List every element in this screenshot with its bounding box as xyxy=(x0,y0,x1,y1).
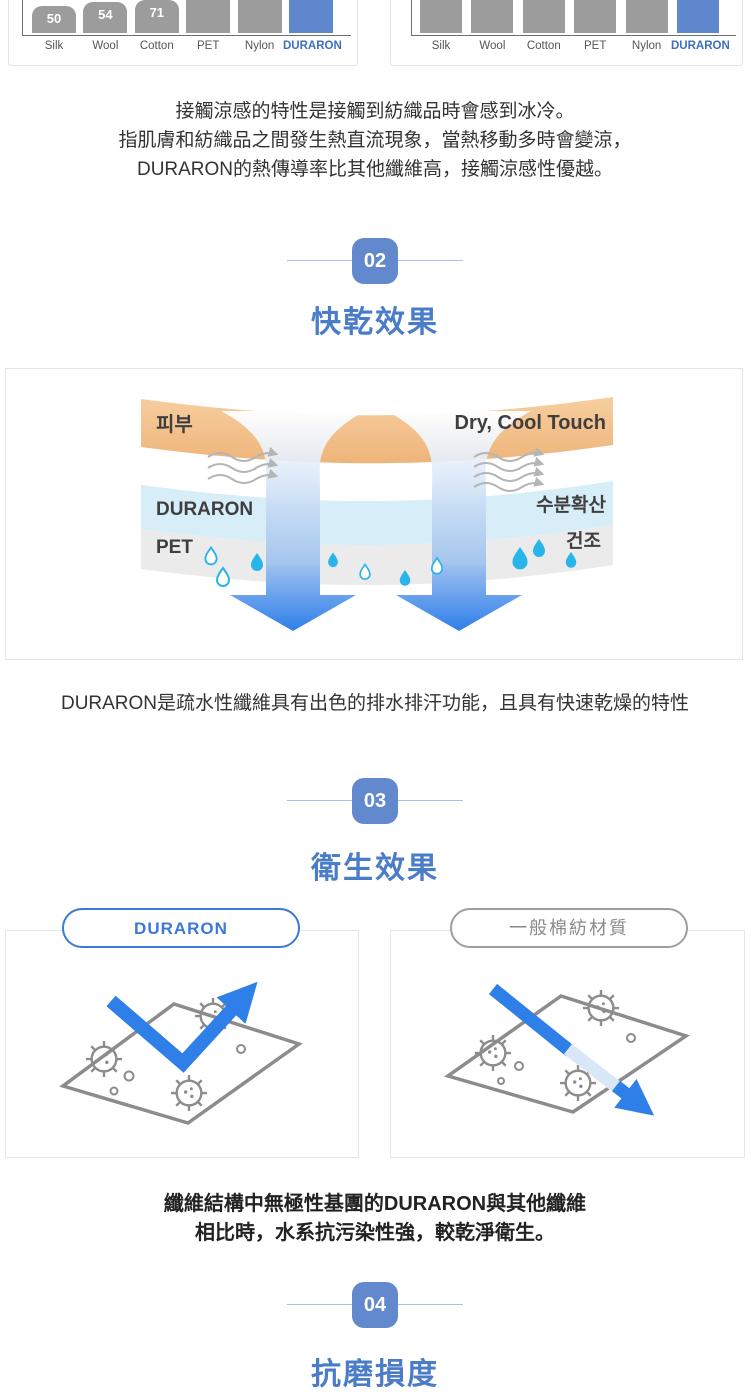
bar-category-label: PET xyxy=(584,40,607,52)
section-number-badge: 04 xyxy=(352,1282,398,1328)
section-02-divider: 02 xyxy=(0,238,750,284)
penetrate-arrow-top xyxy=(488,983,575,1057)
bar-chart-right: Silk Wool Cotton PET Nylon DURARON xyxy=(390,0,743,66)
chart-axis xyxy=(411,0,736,36)
bar-pet xyxy=(574,0,617,33)
section-03-divider: 03 xyxy=(0,778,750,824)
down-arrow xyxy=(230,565,356,631)
bar-duraron xyxy=(677,0,719,33)
section-number-badge: 02 xyxy=(352,238,398,284)
particle-dot xyxy=(497,1077,505,1085)
bar-category-label: Silk xyxy=(44,40,64,52)
quick-dry-diagram: 피부 Dry, Cool Touch DURARON 수분확산 PET 건조 xyxy=(5,368,743,660)
intro-paragraph: 接觸涼感的特性是接觸到紡織品時會感到冰冷。 指肌膚和紡織品之間發生熱直流現象，當… xyxy=(0,97,750,184)
particle-dot xyxy=(109,1086,119,1096)
bar-category-label: Wool xyxy=(92,40,119,52)
penetrate-arrow-middle xyxy=(564,1043,622,1094)
particle-dot xyxy=(514,1061,524,1071)
bar-pet xyxy=(186,0,231,33)
bar-category-label: DURARON xyxy=(283,40,342,52)
bar-cotton: 71 xyxy=(134,0,179,33)
intro-line: DURARON的熱傳導率比其他纖維高，接觸涼感性優越。 xyxy=(136,159,614,180)
cotton-pill-label: 一般棉紡材質 xyxy=(450,908,688,948)
quick-dry-svg: 피부 Dry, Cool Touch DURARON 수분확산 PET 건조 xyxy=(141,397,613,631)
bar-category-label: Nylon xyxy=(244,40,275,52)
bar-duraron xyxy=(289,0,333,33)
hygiene-card-cotton xyxy=(390,930,745,1158)
section-04-title: 抗磨損度 xyxy=(311,1358,439,1391)
bar-value-label: 71 xyxy=(149,5,165,20)
moisture-funnel xyxy=(387,411,531,565)
bar-silk: 50 xyxy=(32,6,76,33)
section-04-divider: 04 xyxy=(0,1282,750,1328)
intro-line: 指肌膚和紡織品之間發生熱直流現象，當熱移動多時會變涼， xyxy=(118,130,632,151)
bar-value-label: 50 xyxy=(46,11,62,26)
intro-line: 接觸涼感的特性是接觸到紡織品時會感到冰冷。 xyxy=(175,101,575,122)
hygiene-card-duraron xyxy=(5,930,359,1158)
bar-category-label: PET xyxy=(197,40,220,52)
moisture-funnel xyxy=(221,411,365,565)
particle-dot xyxy=(236,1044,246,1054)
hygiene-caption-line: 相比時，水系抗污染性強，較乾淨衛生。 xyxy=(195,1222,555,1244)
section-02-title: 快乾效果 xyxy=(311,306,439,339)
chart-axis xyxy=(22,0,351,36)
germ-icon xyxy=(84,1039,124,1079)
particle-dot xyxy=(626,1033,636,1043)
hygiene-svg-cotton xyxy=(444,983,690,1116)
repel-bounce-arrow xyxy=(106,981,258,1073)
germ-icon xyxy=(169,1073,209,1113)
hygiene-svg-duraron xyxy=(59,981,303,1125)
hygiene-caption-line: 纖維結構中無極性基團的DURARON與其他纖維 xyxy=(163,1193,587,1215)
germ-icon xyxy=(473,1033,513,1073)
bar-wool: 54 xyxy=(83,2,128,33)
bar-nylon xyxy=(237,0,282,33)
bar-nylon xyxy=(625,0,668,33)
moisture-diffuse-label: 수분확산 xyxy=(536,493,606,516)
fabric-surface xyxy=(444,994,690,1114)
duraron-pill-label: DURARON xyxy=(62,908,300,948)
penetrate-arrow-tip xyxy=(612,1078,655,1116)
bar-category-label: Cotton xyxy=(139,40,174,52)
hygiene-caption: 纖維結構中無極性基團的DURARON與其他纖維 相比時，水系抗污染性強，較乾淨衛… xyxy=(0,1190,750,1248)
bar-cotton xyxy=(522,0,565,33)
bar-category-label: Nylon xyxy=(631,40,662,52)
bar-category-label: Cotton xyxy=(526,40,561,52)
bar-value-label: 54 xyxy=(98,7,113,22)
bar-wool xyxy=(471,0,514,33)
dry-cool-touch-label: Dry, Cool Touch xyxy=(455,412,606,434)
duraron-layer-label: DURARON xyxy=(156,499,253,520)
quick-dry-caption: DURARON是疏水性纖維具有出色的排水排汗功能，且具有快速乾燥的特性 xyxy=(60,693,690,714)
bar-category-label: Wool xyxy=(479,40,506,52)
duraron-band xyxy=(141,481,613,546)
particle-dot xyxy=(123,1070,135,1082)
pet-layer-label: PET xyxy=(156,537,193,558)
section-number-badge: 03 xyxy=(352,778,398,824)
bar-silk xyxy=(420,0,462,33)
bar-category-label: Silk xyxy=(431,40,451,52)
section-03-title: 衛生效果 xyxy=(311,852,439,885)
dry-label: 건조 xyxy=(566,530,601,552)
skin-label: 피부 xyxy=(156,413,193,436)
bar-category-label: DURARON xyxy=(671,40,730,52)
down-arrow xyxy=(396,565,522,631)
